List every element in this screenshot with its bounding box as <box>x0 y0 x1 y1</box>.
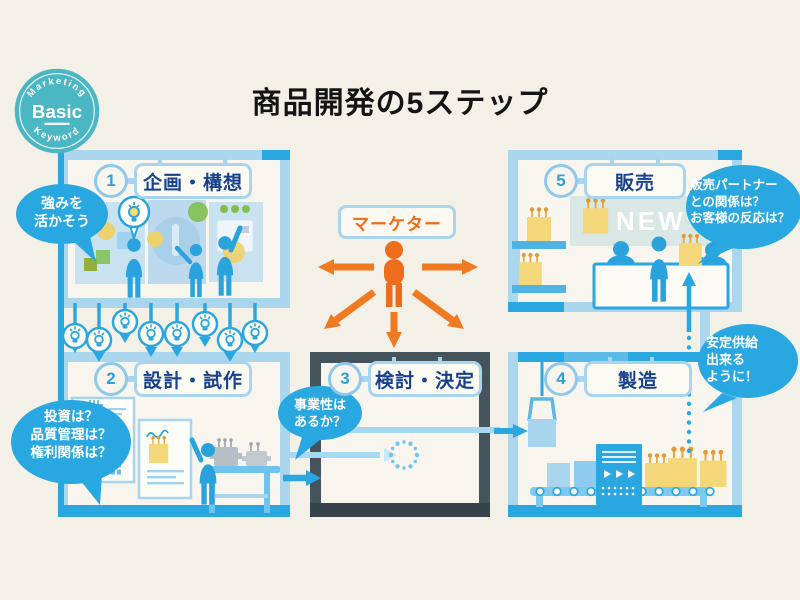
prototype-icon <box>242 442 271 466</box>
shelf <box>512 285 566 293</box>
marketer-figure <box>384 241 404 307</box>
marketing-basic-keyword-badge: Marketing Basic Keyword <box>14 68 100 154</box>
speech-bubble-planning: 強みを 活かそう <box>34 195 90 230</box>
badge-underline <box>44 122 70 125</box>
room-label-planning: 1 企画・構想 <box>94 163 252 199</box>
light-bulb-speech-icon <box>117 195 151 242</box>
left-edge-strip <box>58 150 64 517</box>
speech-bubble-review: 事業性は あるか？ <box>293 397 346 430</box>
marketer-arrows <box>318 259 478 348</box>
speech-bubble-design: 投資は？ 品質管理は？ 権利関係は？ <box>30 409 112 460</box>
material-box <box>574 461 599 487</box>
step-number: 1 <box>94 164 128 198</box>
badge-center-text: Basic <box>32 102 82 123</box>
speech-bubble-sales: 販売パートナー との関係は？ お客様の反応は？ <box>690 178 791 225</box>
room-1-planning-scene <box>75 195 263 298</box>
marketer-label: マーケター <box>338 205 456 239</box>
room-label-design: 2 設計・試作 <box>94 361 252 397</box>
step-number: 5 <box>544 164 578 198</box>
speech-bubble-manufacturing: 安定供給 出来る ように！ <box>706 335 759 385</box>
prototype-icon <box>210 438 242 466</box>
label-connector <box>128 376 134 382</box>
idea-bulb-arrows <box>61 303 269 362</box>
room-label-sales: 5 販売 <box>544 163 686 199</box>
step-name: 製造 <box>584 361 692 397</box>
new-sign-label: NEW <box>616 206 686 236</box>
step-number: 4 <box>544 362 578 396</box>
step-name: 販売 <box>584 163 686 199</box>
crane-icon <box>527 362 557 447</box>
step-number: 2 <box>94 362 128 396</box>
label-connector <box>362 376 368 382</box>
dissolving-idea-dots <box>388 440 420 470</box>
label-connector <box>578 178 584 184</box>
room-label-review: 3 検討・決定 <box>328 361 482 397</box>
work-table <box>204 466 280 473</box>
material-box <box>547 463 570 487</box>
label-connector <box>128 178 134 184</box>
step-name: 設計・試作 <box>134 361 252 397</box>
label-connector <box>578 376 584 382</box>
machine-icon <box>596 444 642 505</box>
speech-bubble-shapes <box>11 165 800 505</box>
step-name: 企画・構想 <box>134 163 252 199</box>
room-label-manufacturing: 4 製造 <box>544 361 692 397</box>
step-number: 3 <box>328 362 362 396</box>
step-name: 検討・決定 <box>368 361 482 397</box>
shelf <box>512 241 566 249</box>
supply-arrow-up <box>682 272 696 332</box>
page-title: 商品開発の5ステップ <box>251 87 549 120</box>
